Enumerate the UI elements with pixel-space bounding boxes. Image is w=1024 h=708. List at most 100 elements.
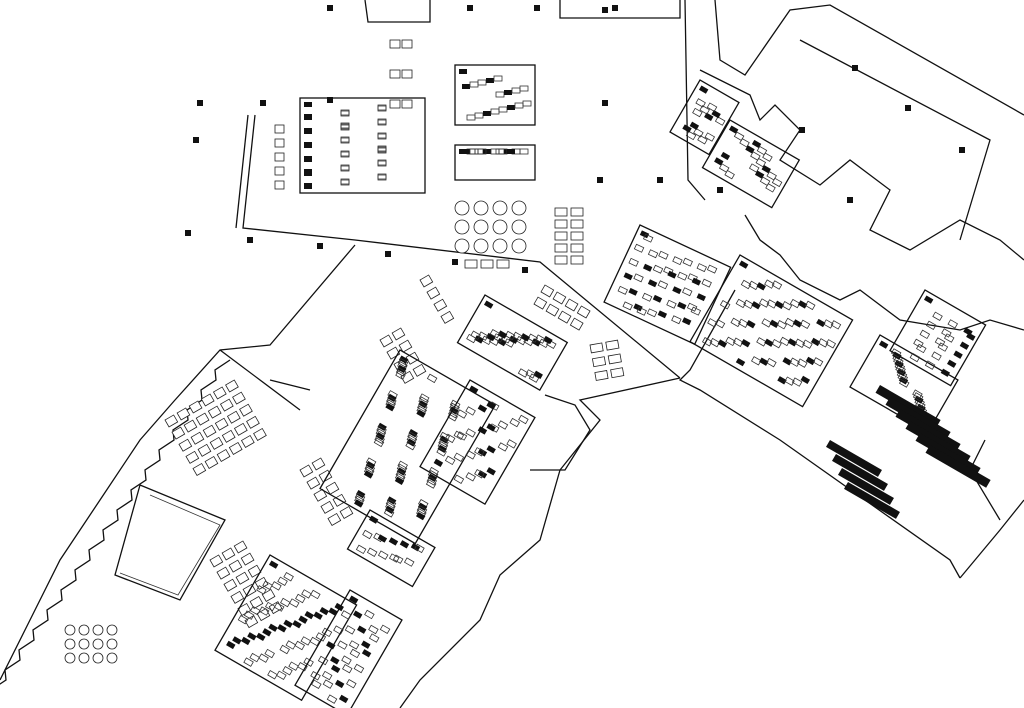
- round-table: [92, 638, 104, 650]
- table: [221, 429, 236, 443]
- column: [522, 267, 528, 273]
- table: [389, 39, 401, 49]
- kitchen-block: [454, 64, 536, 126]
- table: [247, 564, 262, 578]
- round-table: [106, 624, 118, 636]
- table: [240, 552, 255, 566]
- column: [602, 100, 608, 106]
- table: [204, 455, 219, 469]
- table: [570, 243, 584, 253]
- table: [426, 286, 441, 300]
- counter: [844, 481, 900, 519]
- round-table: [78, 638, 90, 650]
- kitchen-block: [294, 589, 403, 708]
- kitchen-block: [701, 119, 801, 209]
- table: [554, 207, 568, 217]
- table: [401, 99, 413, 109]
- table: [274, 138, 285, 148]
- table: [327, 512, 342, 526]
- table: [605, 339, 620, 351]
- round-table: [106, 652, 118, 664]
- table: [249, 595, 264, 609]
- table: [554, 255, 568, 265]
- table: [212, 386, 227, 400]
- table-group: [274, 124, 285, 190]
- table: [564, 298, 579, 312]
- table: [233, 422, 248, 436]
- kitchen-equipment: [214, 64, 987, 708]
- table: [225, 379, 239, 393]
- round-table: [78, 624, 90, 636]
- column: [247, 237, 253, 243]
- round-tables: [64, 200, 527, 664]
- round-table: [454, 200, 470, 216]
- round-table: [492, 238, 508, 254]
- column: [317, 243, 323, 249]
- table: [195, 412, 210, 426]
- table: [183, 419, 198, 433]
- round-table: [473, 219, 489, 235]
- table: [232, 391, 246, 405]
- table: [230, 590, 245, 604]
- counter: [832, 453, 888, 491]
- table: [274, 166, 285, 176]
- table: [197, 443, 212, 457]
- column: [717, 187, 723, 193]
- table: [552, 291, 567, 305]
- table: [607, 353, 622, 365]
- table: [320, 500, 335, 514]
- column: [847, 197, 853, 203]
- table-group: [554, 207, 584, 265]
- kitchen-block: [319, 349, 497, 545]
- round-table: [78, 652, 90, 664]
- table: [274, 180, 285, 190]
- table: [386, 346, 401, 360]
- table: [412, 363, 427, 377]
- round-table: [64, 652, 76, 664]
- table: [164, 414, 179, 428]
- table: [540, 284, 555, 298]
- table: [313, 488, 328, 502]
- round-table: [64, 638, 76, 650]
- table: [209, 436, 224, 450]
- table: [209, 554, 224, 568]
- column: [959, 147, 965, 153]
- column: [197, 100, 203, 106]
- table: [401, 69, 413, 79]
- table: [171, 426, 186, 440]
- table: [570, 231, 584, 241]
- seating-tables: [164, 39, 625, 629]
- table: [389, 69, 401, 79]
- counter: [838, 467, 894, 505]
- table-group: [379, 327, 427, 384]
- table: [239, 403, 253, 417]
- table: [200, 393, 215, 407]
- table: [389, 99, 401, 109]
- column: [452, 259, 458, 265]
- kitchen-block: [456, 294, 569, 392]
- column: [534, 5, 540, 11]
- table: [464, 259, 478, 269]
- table: [594, 370, 609, 381]
- table: [554, 231, 568, 241]
- table-group: [389, 39, 413, 109]
- table: [610, 367, 625, 379]
- table: [398, 339, 413, 353]
- table: [306, 476, 321, 490]
- column: [385, 251, 391, 257]
- table: [216, 448, 231, 462]
- table: [185, 450, 200, 464]
- kitchen-block: [689, 254, 854, 408]
- column: [612, 5, 618, 11]
- round-table: [473, 238, 489, 254]
- table: [253, 427, 267, 441]
- kitchen-block: [454, 144, 536, 181]
- round-table: [492, 200, 508, 216]
- lower-wing-walls: [0, 244, 681, 708]
- table: [405, 351, 420, 365]
- round-table: [92, 652, 104, 664]
- kitchen-block: [299, 97, 426, 194]
- table-group: [464, 259, 510, 269]
- table: [240, 434, 255, 448]
